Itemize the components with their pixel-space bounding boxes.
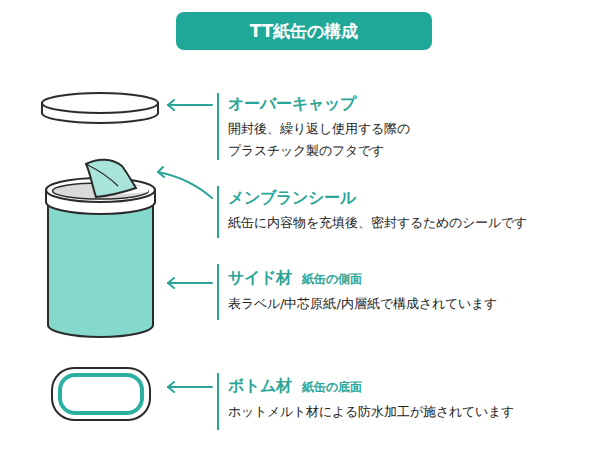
- part-description: 紙缶に内容物を充填後、密封するためのシールです: [228, 212, 527, 234]
- text-bars: [217, 93, 219, 430]
- part-description: ホットメルト材による防水加工が施されています: [228, 401, 514, 423]
- title: TT紙缶の構成: [250, 20, 359, 43]
- bottom-disc: [52, 368, 150, 420]
- part-subtitle: 紙缶の側面: [302, 271, 362, 287]
- part-description: 表ラベル/中芯原紙/内層紙で構成されています: [228, 293, 497, 315]
- part-name: オーバーキャップ: [228, 94, 356, 114]
- canister: [46, 160, 155, 337]
- over-cap: [42, 93, 158, 123]
- part-name: メンブランシール: [228, 188, 356, 208]
- part-subtitle: 紙缶の底面: [302, 379, 362, 395]
- part-description: 開封後、繰り返し使用する際の プラスチック製のフタです: [228, 118, 468, 162]
- title-banner: TT紙缶の構成: [176, 12, 432, 50]
- pointer-arrows: [158, 100, 212, 392]
- part-name: ボトム材: [228, 376, 292, 396]
- part-name: サイド材: [228, 268, 292, 288]
